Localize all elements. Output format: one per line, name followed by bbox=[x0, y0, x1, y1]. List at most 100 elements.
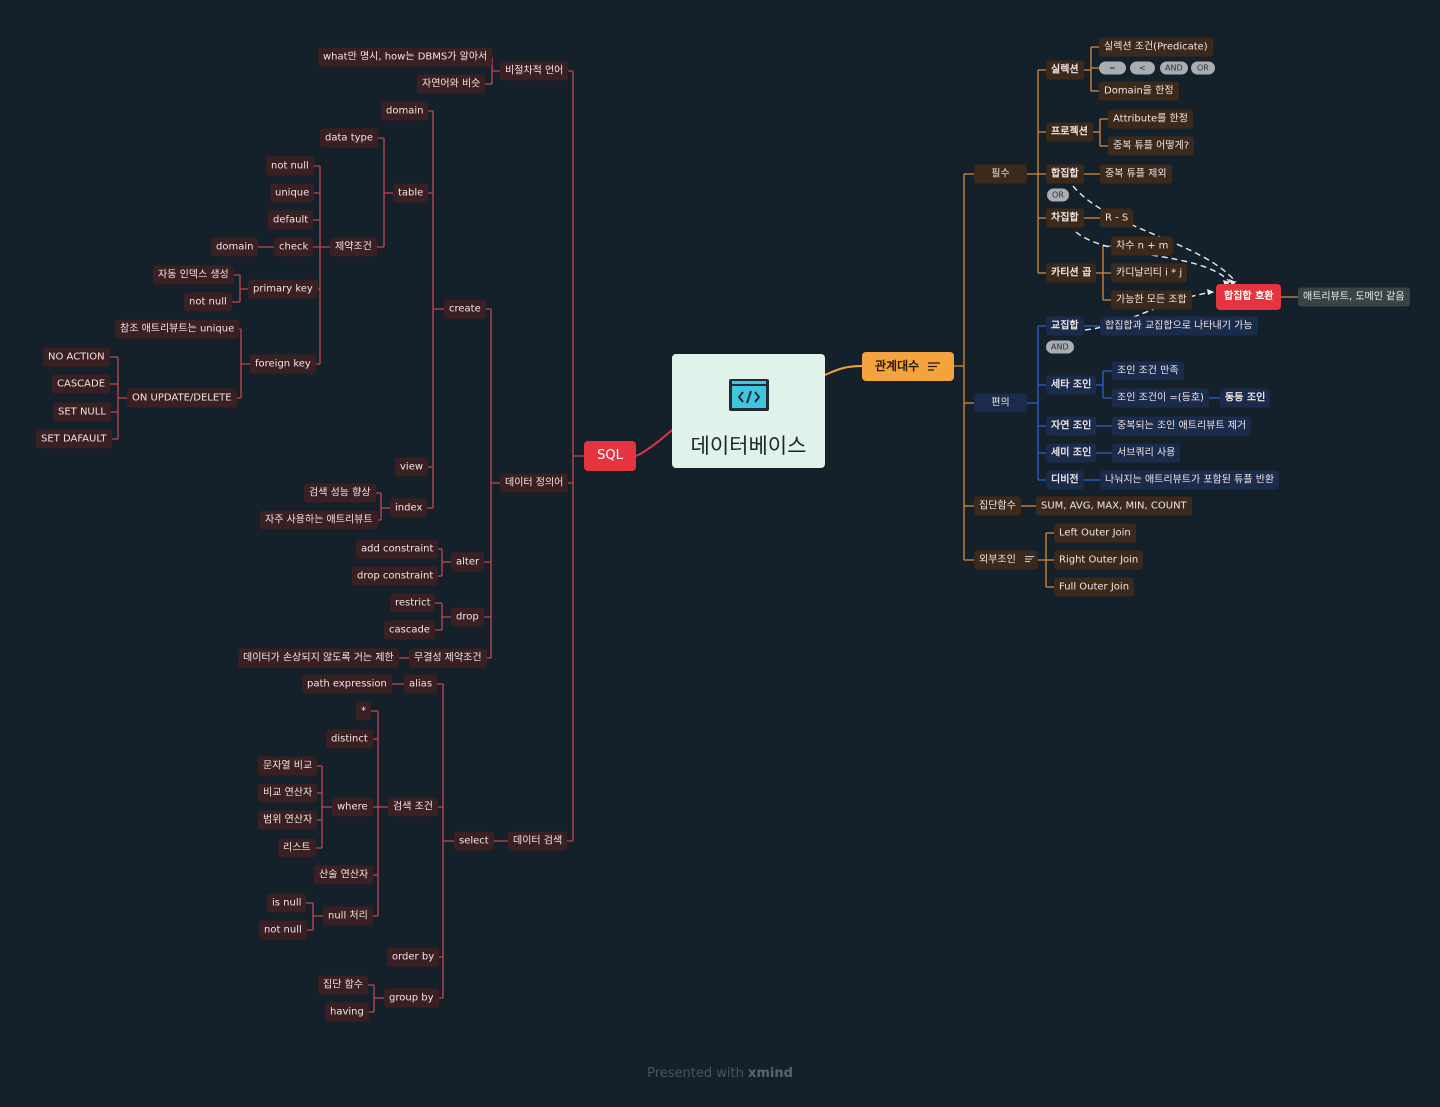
index-item[interactable]: 자주 사용하는 애트리뷰트 bbox=[260, 510, 378, 530]
constraint-primary-key[interactable]: primary key bbox=[248, 279, 318, 299]
footer-brand[interactable]: xmind bbox=[747, 1066, 793, 1081]
constraint-foreign-key[interactable]: foreign key bbox=[250, 354, 316, 374]
on-update-option[interactable]: SET DAFAULT bbox=[36, 429, 112, 449]
relational-algebra-topic[interactable]: 관계대수 bbox=[862, 352, 954, 381]
integrity-desc[interactable]: 데이터가 손상되지 않도록 거는 제한 bbox=[238, 648, 399, 668]
semi-join-item[interactable]: 서브쿼리 사용 bbox=[1112, 443, 1181, 463]
projection-item[interactable]: Attribute를 한정 bbox=[1108, 109, 1193, 129]
notes-icon[interactable] bbox=[1025, 555, 1034, 562]
cartesian-item[interactable]: 가능한 모든 조합 bbox=[1111, 290, 1192, 310]
aggregate-item[interactable]: SUM, AVG, MAX, MIN, COUNT bbox=[1036, 496, 1192, 516]
selection-topic[interactable]: 실렉션 bbox=[1046, 60, 1084, 80]
theta-join-topic[interactable]: 세타 조인 bbox=[1046, 375, 1097, 395]
drop-item[interactable]: cascade bbox=[384, 620, 435, 640]
convenience-topic[interactable]: 편의 bbox=[974, 393, 1027, 413]
where-item[interactable]: 범위 연산자 bbox=[258, 810, 318, 830]
foreign-key-ref-unique[interactable]: 참조 애트리뷰트는 unique bbox=[115, 319, 240, 339]
search-distinct[interactable]: distinct bbox=[326, 729, 373, 749]
constraint-default[interactable]: default bbox=[268, 210, 314, 230]
null-item[interactable]: not null bbox=[259, 920, 307, 940]
ddl-topic[interactable]: 데이터 정의어 bbox=[500, 473, 569, 493]
cartesian-item[interactable]: 차수 n + m bbox=[1111, 236, 1174, 256]
intersection-item[interactable]: 합집합과 교집합으로 나타내기 가능 bbox=[1100, 316, 1258, 336]
alter-item[interactable]: add constraint bbox=[356, 539, 439, 559]
search-star[interactable]: * bbox=[356, 701, 371, 721]
drop-topic[interactable]: drop bbox=[451, 607, 484, 627]
constraints-topic[interactable]: 제약조건 bbox=[330, 237, 377, 257]
selection-op[interactable]: < bbox=[1130, 61, 1155, 75]
theta-join-item[interactable]: 조인 조건 만족 bbox=[1112, 361, 1184, 381]
selection-op[interactable]: = bbox=[1099, 61, 1126, 75]
projection-item[interactable]: 중복 튜플 어떻게? bbox=[1108, 136, 1195, 156]
selection-op[interactable]: AND bbox=[1160, 61, 1188, 75]
index-item[interactable]: 검색 성능 향상 bbox=[304, 483, 376, 503]
outer-join-topic[interactable]: 외부조인 bbox=[974, 550, 1038, 570]
create-domain[interactable]: domain bbox=[381, 101, 429, 121]
cartesian-item[interactable]: 카디날리티 i * j bbox=[1111, 263, 1188, 283]
alter-item[interactable]: drop constraint bbox=[352, 566, 439, 586]
union-topic[interactable]: 합집합 bbox=[1046, 164, 1084, 184]
group-by-item[interactable]: having bbox=[325, 1002, 369, 1022]
union-compatible[interactable]: 합집합 호환 bbox=[1216, 284, 1282, 310]
equi-join[interactable]: 동등 조인 bbox=[1220, 388, 1271, 408]
create-index[interactable]: index bbox=[390, 498, 428, 518]
required-topic[interactable]: 필수 bbox=[974, 164, 1027, 184]
nonprocedural-item[interactable]: 자연어와 비슷 bbox=[417, 74, 486, 94]
search-arith[interactable]: 산술 연산자 bbox=[314, 865, 374, 885]
select-order-by[interactable]: order by bbox=[387, 947, 440, 967]
on-update-option[interactable]: SET NULL bbox=[53, 402, 111, 422]
constraint-unique[interactable]: unique bbox=[270, 183, 315, 203]
integrity-constraint[interactable]: 무결성 제약조건 bbox=[409, 648, 487, 668]
outer-join-item[interactable]: Right Outer Join bbox=[1054, 550, 1144, 570]
root-topic[interactable]: 데이터베이스 bbox=[672, 354, 825, 468]
cartesian-topic[interactable]: 카티션 곱 bbox=[1046, 263, 1097, 283]
drop-item[interactable]: restrict bbox=[390, 593, 436, 613]
semi-join-topic[interactable]: 세미 조인 bbox=[1046, 443, 1097, 463]
constraint-not-null[interactable]: not null bbox=[266, 156, 314, 176]
selection-op[interactable]: OR bbox=[1191, 61, 1215, 75]
division-item[interactable]: 나눠지는 애트리뷰트가 포함된 튜플 반환 bbox=[1100, 470, 1280, 490]
create-table[interactable]: table bbox=[393, 183, 429, 203]
where-item[interactable]: 문자열 비교 bbox=[258, 756, 318, 776]
selection-domain[interactable]: Domain을 한정 bbox=[1099, 81, 1179, 101]
primary-key-item[interactable]: not null bbox=[184, 292, 232, 312]
on-update-delete[interactable]: ON UPDATE/DELETE bbox=[127, 388, 237, 408]
natural-join-topic[interactable]: 자연 조인 bbox=[1046, 416, 1097, 436]
nonprocedural-language[interactable]: 비절차적 언어 bbox=[500, 61, 569, 81]
table-data-type[interactable]: data type bbox=[320, 128, 379, 148]
natural-join-item[interactable]: 중복되는 조인 애트리뷰트 제거 bbox=[1112, 416, 1252, 436]
difference-topic[interactable]: 차집합 bbox=[1046, 208, 1084, 228]
select-alias[interactable]: alias bbox=[404, 674, 438, 694]
alter-topic[interactable]: alter bbox=[451, 552, 485, 572]
primary-key-item[interactable]: 자동 인덱스 생성 bbox=[153, 265, 234, 285]
theta-join-item[interactable]: 조인 조건이 =(등호) bbox=[1112, 388, 1209, 408]
alias-item[interactable]: path expression bbox=[302, 674, 392, 694]
constraint-check[interactable]: check bbox=[274, 237, 314, 257]
union-item[interactable]: 중복 튜플 제외 bbox=[1100, 164, 1172, 184]
search-condition[interactable]: 검색 조건 bbox=[388, 797, 438, 817]
create-view[interactable]: view bbox=[395, 457, 429, 477]
notes-icon[interactable] bbox=[928, 362, 940, 371]
where-item[interactable]: 리스트 bbox=[278, 838, 316, 858]
on-update-option[interactable]: NO ACTION bbox=[43, 347, 110, 367]
intersection-topic[interactable]: 교집합 bbox=[1046, 316, 1084, 336]
create-topic[interactable]: create bbox=[444, 299, 486, 319]
division-topic[interactable]: 디비전 bbox=[1046, 470, 1084, 490]
union-tag[interactable]: OR bbox=[1047, 188, 1069, 202]
outer-join-item[interactable]: Full Outer Join bbox=[1054, 577, 1135, 597]
select-group-by[interactable]: group by bbox=[384, 988, 439, 1008]
select-topic[interactable]: select bbox=[454, 831, 494, 851]
null-item[interactable]: is null bbox=[267, 893, 307, 913]
where-item[interactable]: 비교 연산자 bbox=[258, 783, 318, 803]
intersection-tag[interactable]: AND bbox=[1046, 340, 1074, 354]
dml-topic[interactable]: 데이터 검색 bbox=[508, 831, 568, 851]
on-update-option[interactable]: CASCADE bbox=[52, 374, 111, 394]
union-compatible-desc[interactable]: 애트리뷰트, 도메인 같음 bbox=[1298, 287, 1410, 307]
difference-item[interactable]: R - S bbox=[1100, 208, 1134, 228]
search-null[interactable]: null 처리 bbox=[323, 906, 373, 926]
check-domain[interactable]: domain bbox=[211, 237, 259, 257]
group-by-item[interactable]: 집단 함수 bbox=[318, 975, 368, 995]
outer-join-item[interactable]: Left Outer Join bbox=[1054, 523, 1136, 543]
nonprocedural-item[interactable]: what만 명시, how는 DBMS가 알아서 bbox=[318, 47, 493, 67]
projection-topic[interactable]: 프로젝션 bbox=[1046, 122, 1093, 142]
